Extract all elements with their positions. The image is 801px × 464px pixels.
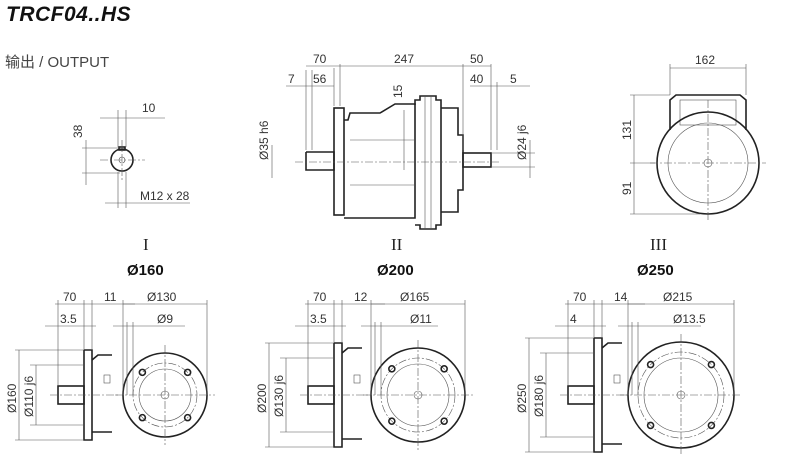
dim-pcd: Ø130 (147, 290, 177, 304)
dim-247: 247 (394, 52, 414, 66)
motor-front-view: 162 131 91 (620, 53, 766, 222)
bolt-hole (440, 417, 448, 425)
bolt-hole (646, 421, 655, 430)
dim-output-shaft: Ø24 j6 (515, 124, 529, 160)
dim-70: 70 (63, 290, 77, 304)
dim-hole: Ø9 (157, 312, 173, 326)
dim-70: 70 (313, 52, 327, 66)
dim-15: 15 (391, 84, 405, 98)
flange-numeral-2: II (391, 235, 403, 254)
dim-lower: 91 (620, 181, 634, 195)
flange-plate (333, 342, 343, 448)
dim-pcd: Ø165 (400, 290, 430, 304)
dim-spigot-depth: 3.5 (310, 312, 327, 326)
dim-70: 70 (573, 290, 587, 304)
flange-size-1: Ø160 (127, 262, 164, 279)
dim-pcd: Ø215 (663, 290, 693, 304)
flange-plate (593, 337, 603, 453)
dim-height: 38 (71, 124, 85, 138)
dim-outer: Ø250 (515, 383, 529, 413)
bolt-hole (707, 360, 716, 369)
dim-hole: Ø11 (410, 312, 432, 326)
dim-spigot: Ø130 j6 (272, 375, 286, 417)
dim-spigot-depth: 4 (570, 312, 577, 326)
bolt-hole (138, 368, 147, 377)
dim-outer: Ø200 (255, 383, 269, 413)
dim-7: 7 (288, 72, 295, 86)
flange-size-2: Ø200 (377, 262, 414, 279)
dim-thickness: 11 (104, 290, 117, 304)
bolt-hole (138, 413, 147, 422)
bolt-hole (388, 365, 396, 373)
bolt-hole (388, 417, 396, 425)
dim-spigot: Ø180 j6 (532, 375, 546, 417)
dim-50: 50 (470, 52, 484, 66)
drawing-title: TRCF04..HS (6, 3, 132, 26)
bolt-hole (646, 360, 655, 369)
flange-plate (83, 349, 93, 441)
flange-numeral-3: III (650, 235, 667, 254)
dim-upper: 131 (620, 120, 634, 140)
dim-40: 40 (470, 72, 484, 86)
flange-size-3: Ø250 (637, 262, 674, 279)
dim-hole: Ø13.5 (673, 312, 706, 326)
bolt-hole (183, 368, 192, 377)
dim-outer: Ø160 (5, 383, 19, 413)
dim-input-shaft: Ø35 h6 (257, 120, 271, 160)
dim-key-width: 10 (142, 101, 156, 115)
gearbox-side-view: 70 247 50 7 56 40 5 15 Ø35 h6 Ø24 j6 (257, 52, 535, 230)
dim-spigot: Ø110 j6 (22, 376, 36, 417)
bolt-hole (183, 413, 192, 422)
dim-thread: M12 x 28 (140, 189, 190, 203)
output-heading: 输出 / OUTPUT (5, 54, 110, 71)
bolt-hole (440, 365, 448, 373)
bolt-hole (707, 421, 716, 430)
dim-spigot-depth: 3.5 (60, 312, 77, 326)
dim-width: 162 (695, 53, 715, 67)
dim-thickness: 12 (354, 290, 368, 304)
dim-56: 56 (313, 72, 327, 86)
dim-thickness: 14 (614, 290, 628, 304)
dim-5: 5 (510, 72, 517, 86)
dim-70: 70 (313, 290, 327, 304)
shaft-end-view: 10 38 M12 x 28 (71, 101, 190, 208)
flange-numeral-1: I (143, 235, 149, 254)
